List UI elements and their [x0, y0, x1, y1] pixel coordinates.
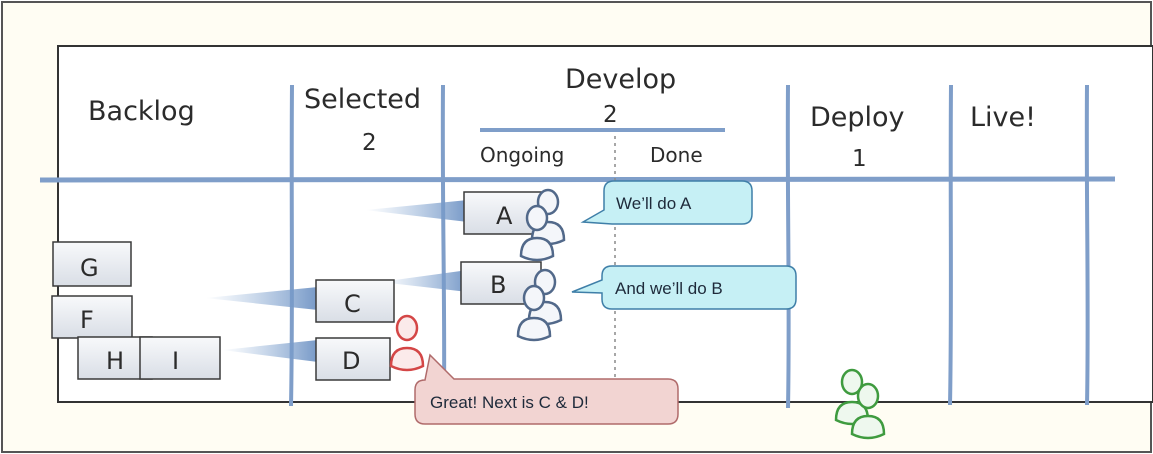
motion-arrows: [205, 200, 468, 362]
column-title-develop: Develop: [565, 64, 676, 95]
motion-arrow-to-c: [205, 287, 318, 310]
column-title-live: Live!: [970, 102, 1036, 133]
card-f[interactable]: F: [51, 295, 133, 339]
card-h-label: H: [106, 347, 124, 375]
column-limit-develop: 2: [603, 102, 618, 128]
column-title-selected: Selected: [304, 84, 421, 115]
develop-subcolumn-ongoing: Ongoing: [480, 143, 564, 167]
column-title-deploy: Deploy: [810, 102, 905, 133]
card-g-label: G: [80, 254, 99, 282]
speech-bubble-b: And we’ll do B: [571, 265, 797, 310]
card-i[interactable]: I: [139, 336, 221, 380]
motion-arrow-to-a: [365, 200, 468, 222]
card-d[interactable]: D: [315, 337, 391, 381]
column-limit-selected: 2: [362, 130, 377, 156]
column-divider-deploy-live: [948, 84, 953, 406]
column-divider-backlog-selected: [289, 84, 294, 407]
column-divider-live-end: [1084, 84, 1090, 406]
column-title-backlog: Backlog: [88, 96, 195, 127]
card-b-label: B: [490, 271, 506, 299]
column-limit-deploy: 1: [852, 146, 867, 172]
card-d-label: D: [342, 347, 360, 375]
motion-arrow-to-d: [222, 340, 318, 362]
card-g[interactable]: G: [52, 241, 132, 287]
card-c[interactable]: C: [315, 279, 395, 323]
develop-subcolumn-done: Done: [650, 143, 703, 167]
card-a-label: A: [496, 202, 513, 230]
column-divider-selected-develop: [440, 84, 447, 401]
speech-bubble-next-text: Great! Next is C & D!: [430, 393, 589, 412]
card-c-label: C: [344, 290, 361, 318]
speech-bubble-a-text: We’ll do A: [616, 194, 692, 213]
card-i-label: I: [172, 347, 179, 375]
header-separator-line: [39, 176, 1116, 183]
speech-bubble-b-text: And we’ll do B: [615, 279, 723, 298]
column-divider-develop-deploy: [785, 84, 791, 409]
card-f-label: F: [80, 306, 94, 334]
speech-bubble-next: Great! Next is C & D!: [414, 353, 679, 425]
speech-bubble-a: We’ll do A: [580, 180, 753, 225]
motion-arrow-to-b: [380, 270, 468, 292]
